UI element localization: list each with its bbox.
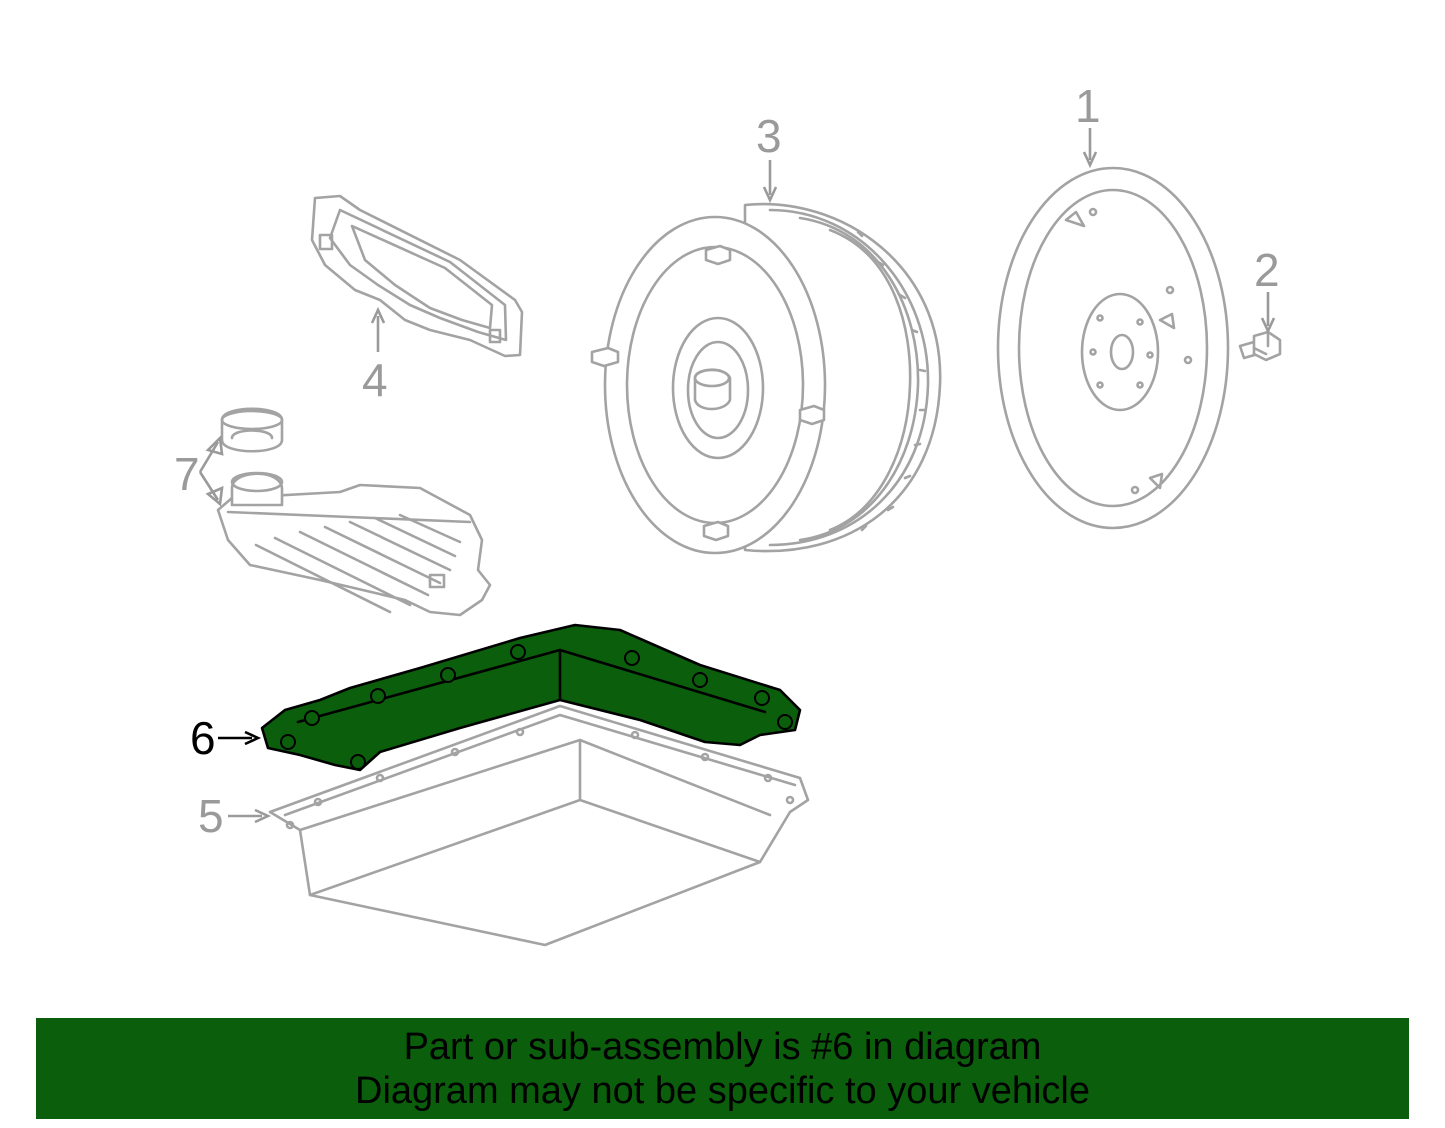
callout-leaders [198, 128, 1276, 824]
part-7-filter-and-seal[interactable] [216, 407, 492, 617]
part-1-flexplate[interactable] [996, 166, 1230, 530]
part-4-plate[interactable] [310, 194, 524, 358]
parts-diagram: 1 2 3 4 5 6 7 [174, 80, 1282, 947]
callout-4[interactable]: 4 [362, 354, 388, 406]
part-3-torque-converter[interactable] [590, 202, 942, 555]
callout-2[interactable]: 2 [1254, 244, 1280, 296]
info-banner: Part or sub-assembly is #6 in diagram Di… [36, 1018, 1409, 1119]
part-5-oil-pan[interactable] [268, 704, 810, 947]
banner-line-disclaimer: Diagram may not be specific to your vehi… [355, 1069, 1090, 1112]
callout-1[interactable]: 1 [1075, 80, 1101, 132]
callout-3[interactable]: 3 [756, 110, 782, 162]
part-2-bolt[interactable] [1238, 330, 1282, 362]
callout-7[interactable]: 7 [174, 448, 200, 500]
callout-5[interactable]: 5 [198, 790, 224, 842]
banner-line-part: Part or sub-assembly is #6 in diagram [403, 1025, 1042, 1068]
part-6-pan-gasket[interactable] [260, 623, 802, 772]
callout-6[interactable]: 6 [190, 712, 216, 764]
